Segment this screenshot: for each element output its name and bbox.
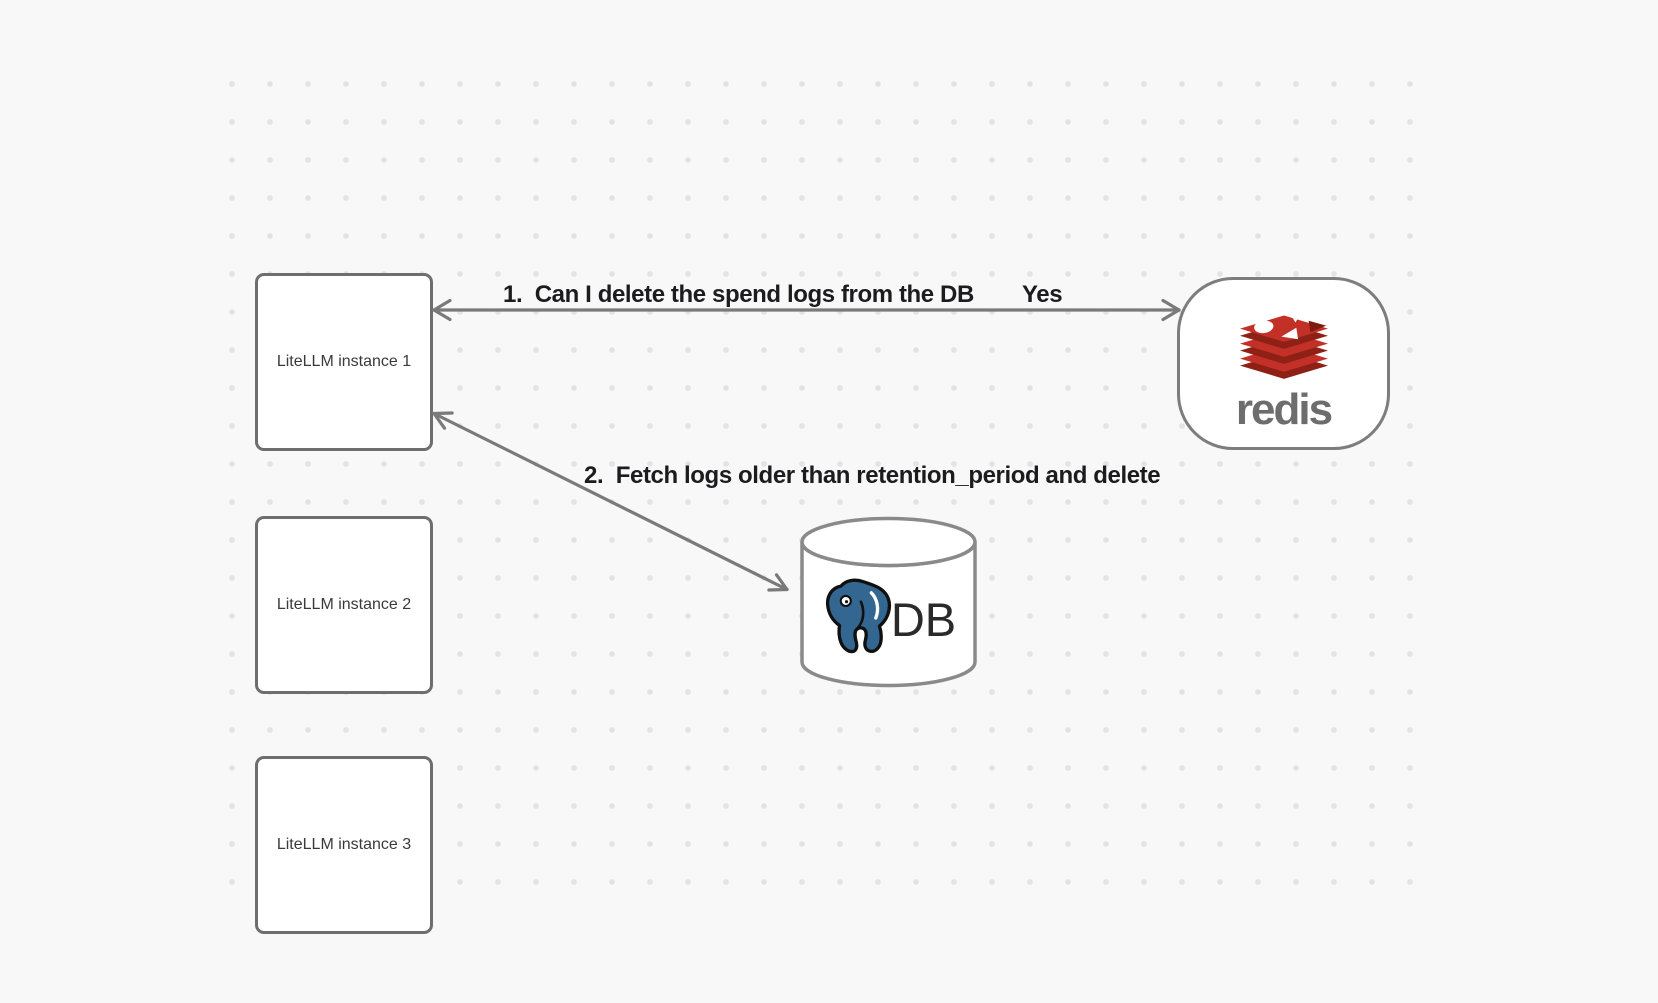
arrowhead-downright-icon [767, 573, 789, 592]
edge-litellm-db-arrow[interactable] [432, 411, 789, 592]
litellm-instance-2-label: LiteLLM instance 2 [276, 596, 412, 613]
edge-2-label: 2. Fetch logs older than retention_perio… [584, 462, 1161, 489]
litellm-instance-3-node[interactable]: LiteLLM instance 3 [255, 756, 433, 934]
litellm-instance-1-label: LiteLLM instance 1 [276, 353, 412, 370]
arrowhead-right-icon [1161, 298, 1181, 322]
arrowhead-left-icon [432, 298, 452, 322]
redis-logo-icon [1239, 305, 1328, 389]
edge-1-label: 1. Can I delete the spend logs from the … [503, 281, 974, 308]
edge-1-response-label: Yes [1022, 281, 1063, 308]
db-node[interactable]: DB [800, 515, 977, 689]
db-label: DB [890, 592, 957, 646]
litellm-instance-1-node[interactable]: LiteLLM instance 1 [255, 273, 433, 451]
redis-wordmark: redis [1235, 384, 1333, 434]
litellm-instance-2-node[interactable]: LiteLLM instance 2 [255, 516, 433, 694]
postgresql-logo-icon [821, 578, 895, 660]
litellm-instance-3-label: LiteLLM instance 3 [276, 836, 412, 853]
db-node-content: DB [800, 515, 977, 689]
redis-node[interactable]: redis [1177, 277, 1390, 450]
arrowhead-upleft-icon [432, 411, 454, 430]
